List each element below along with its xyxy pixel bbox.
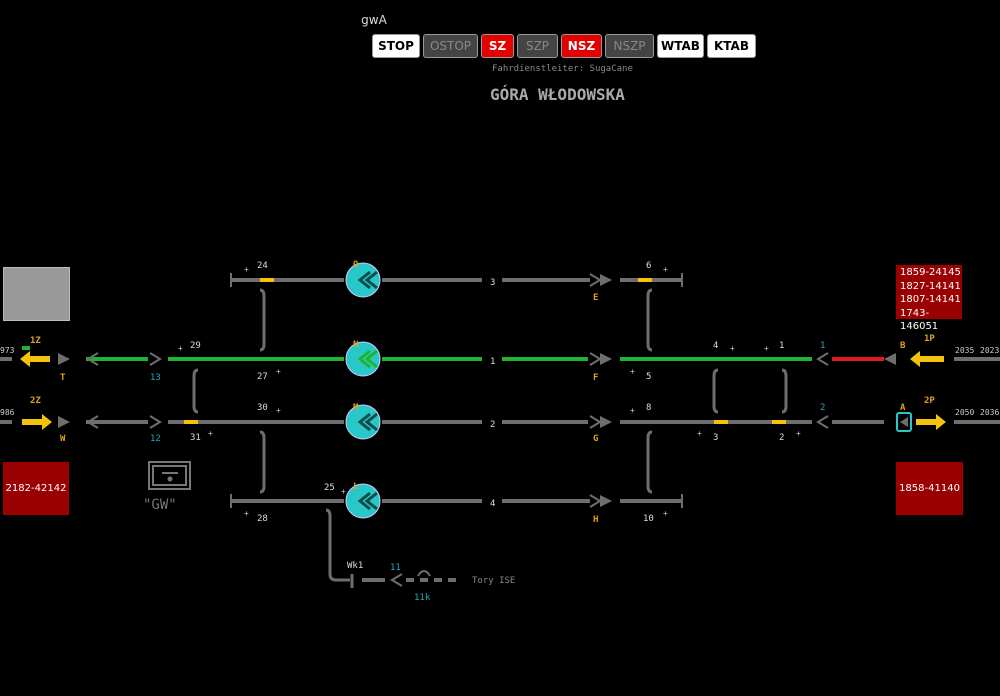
signal-heads[interactable] <box>58 274 896 507</box>
signal-M-label: M <box>353 403 359 413</box>
signal-F-label: F <box>593 373 598 383</box>
switch-6: 6 <box>646 261 651 271</box>
km-left-1: 973 <box>0 346 15 355</box>
switch-27: 27 <box>257 372 268 382</box>
switch-10: 10 <box>643 514 654 524</box>
siding-wk1[interactable] <box>350 570 456 588</box>
switch-28: 28 <box>257 514 268 524</box>
km-left-2: 986 <box>0 408 15 417</box>
train-entry: 1827-14141 <box>900 280 961 292</box>
signal-L-label: L <box>353 482 359 492</box>
tory-ise-label[interactable]: Tory ISE <box>472 576 515 586</box>
svg-text:+: + <box>341 487 346 496</box>
train-entry: 1859-24145 <box>900 267 961 278</box>
signal-N-label: N <box>353 340 358 350</box>
switch-connectors[interactable] <box>192 288 788 582</box>
switch-30: 30 <box>257 403 268 413</box>
szp-button[interactable]: SZP <box>517 34 558 58</box>
switch-markers: + + + + + + + + + + + + + + + <box>178 265 801 518</box>
route-2-right-label: 2 <box>820 403 825 413</box>
station-title: GÓRA WŁODOWSKA <box>490 85 625 104</box>
signal-A-label: A <box>900 403 906 413</box>
label-11k: 11k <box>414 593 431 603</box>
signal-E-label: E <box>593 293 598 303</box>
track-4[interactable] <box>230 494 683 508</box>
track-2-label: 2 <box>490 420 495 430</box>
entry-arrows[interactable] <box>20 346 946 430</box>
sz-button[interactable]: SZ <box>481 34 514 58</box>
route-2z-label: 2Z <box>30 396 41 406</box>
switch-2: 2 <box>779 433 784 443</box>
svg-text:+: + <box>796 429 801 438</box>
km-right-1b: 2023 <box>980 346 999 355</box>
switch-24: 24 <box>257 261 268 271</box>
signal-W-label: W <box>60 434 66 444</box>
svg-text:+: + <box>276 367 281 376</box>
track-4-label: 4 <box>490 499 495 509</box>
gw-building-icon[interactable] <box>148 461 191 490</box>
route-13-label: 13 <box>150 373 161 383</box>
km-right-2b: 2036 <box>980 408 999 417</box>
gw-label: "GW" <box>143 497 177 513</box>
track-3[interactable] <box>230 273 683 287</box>
km-right-2a: 2050 <box>955 408 974 417</box>
label-11: 11 <box>390 563 401 573</box>
panel-code: gwA <box>361 13 387 27</box>
switch-8: 8 <box>646 403 651 413</box>
svg-text:+: + <box>178 344 183 353</box>
route-12-label: 12 <box>150 434 161 444</box>
grey-panel[interactable] <box>3 267 70 321</box>
svg-text:+: + <box>697 429 702 438</box>
svg-text:+: + <box>276 406 281 415</box>
svg-text:+: + <box>244 509 249 518</box>
route-1-right-label: 1 <box>820 341 825 351</box>
nszp-button[interactable]: NSZP <box>605 34 654 58</box>
svg-text:+: + <box>208 429 213 438</box>
svg-text:+: + <box>663 509 668 518</box>
signal-T-label: T <box>60 373 66 383</box>
signal-O-label: O <box>353 260 359 270</box>
signal-B-label: B <box>900 341 906 351</box>
signal-A-frame[interactable] <box>896 412 912 432</box>
switch-1: 1 <box>779 341 784 351</box>
train-box-right[interactable]: 1858-41140 <box>896 462 963 515</box>
ostop-button[interactable]: OSTOP <box>423 34 478 58</box>
switch-3: 3 <box>713 433 718 443</box>
wtab-button[interactable]: WTAB <box>657 34 704 58</box>
switch-25: 25 <box>324 483 335 493</box>
track-2[interactable] <box>0 420 1000 424</box>
train-list-right[interactable]: 1859-24145 1827-14141 1807-14141 1743-14… <box>896 265 962 332</box>
central-signals[interactable] <box>345 262 381 519</box>
switch-29: 29 <box>190 341 201 351</box>
signal-H-label: H <box>593 515 598 525</box>
switch-4: 4 <box>713 341 718 351</box>
track-3-label: 3 <box>490 278 495 288</box>
train-entry: 1807-14141 <box>900 294 961 305</box>
ktab-button[interactable]: KTAB <box>707 34 756 58</box>
nsz-button[interactable]: NSZ <box>561 34 602 58</box>
switch-5: 5 <box>646 372 651 382</box>
svg-text:+: + <box>730 344 735 353</box>
svg-text:+: + <box>630 406 635 415</box>
wk1-label: Wk1 <box>347 561 363 571</box>
dispatcher-label: Fahrdienstleiter: SugaCane <box>492 64 633 74</box>
svg-text:+: + <box>764 344 769 353</box>
train-box-left[interactable]: 2182-42142 <box>3 462 69 515</box>
track-chevrons <box>86 273 829 508</box>
svg-text:+: + <box>663 265 668 274</box>
switch-31: 31 <box>190 433 201 443</box>
km-right-1a: 2035 <box>955 346 974 355</box>
train-entry: 1743-146051 <box>900 307 939 333</box>
svg-text:+: + <box>630 367 635 376</box>
signal-G-label: G <box>593 434 598 444</box>
track-1-label: 1 <box>490 357 495 367</box>
route-1p-label: 1P <box>924 334 935 344</box>
route-1z-label: 1Z <box>30 336 41 346</box>
stop-button[interactable]: STOP <box>372 34 420 58</box>
svg-text:+: + <box>244 265 249 274</box>
route-2p-label: 2P <box>924 396 935 406</box>
